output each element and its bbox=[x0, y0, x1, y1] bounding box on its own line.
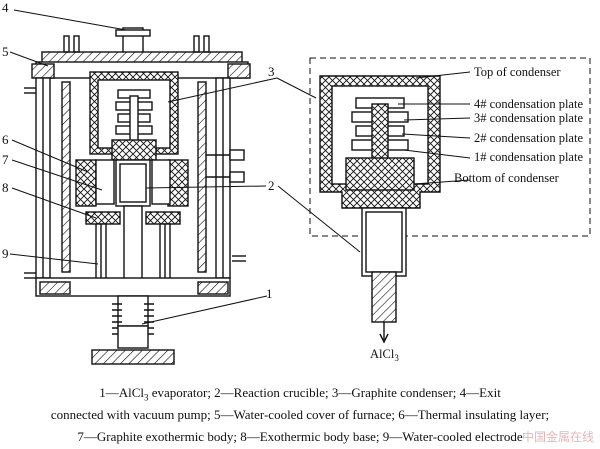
callout-8: 8 bbox=[2, 180, 9, 195]
callout-4: 4 bbox=[2, 0, 9, 15]
furnace-section bbox=[24, 27, 251, 365]
label-plate-3: 3# condensation plate bbox=[474, 111, 583, 125]
callout-5: 5 bbox=[2, 44, 9, 59]
label-top-of-condenser: Top of condenser bbox=[474, 65, 561, 79]
condenser-detail bbox=[309, 57, 591, 344]
label-plate-4: 4# condensation plate bbox=[474, 97, 583, 111]
caption-line-2: connected with vacuum pump; 5—Water-cool… bbox=[50, 407, 550, 422]
label-inlet: AlCl3 bbox=[370, 347, 399, 363]
leader-lines bbox=[9, 9, 361, 325]
callout-3: 3 bbox=[268, 64, 275, 79]
callout-7: 7 bbox=[2, 152, 9, 167]
label-plate-1: 1# condensation plate bbox=[474, 150, 583, 164]
label-plate-2: 2# condensation plate bbox=[474, 131, 583, 145]
callout-2: 2 bbox=[268, 178, 275, 193]
callout-6: 6 bbox=[2, 132, 9, 147]
callout-9: 9 bbox=[2, 246, 9, 261]
detail-leaders bbox=[398, 71, 471, 185]
label-bottom-of-condenser: Bottom of condenser bbox=[454, 171, 560, 185]
detail-labels: Top of condenser 4# condensation plate 3… bbox=[370, 65, 583, 363]
callout-1: 1 bbox=[266, 286, 273, 301]
caption-line-1: 1—AlCl3 evaporator; 2—Reaction crucible;… bbox=[99, 385, 501, 403]
detail-dashed-frame bbox=[309, 57, 591, 237]
watermark: 中国金属在线 bbox=[521, 430, 594, 444]
caption-line-3: 7—Graphite exothermic body; 8—Exothermic… bbox=[77, 429, 523, 444]
callout-numbers: 4 5 3 6 7 2 8 9 1 bbox=[2, 0, 275, 301]
